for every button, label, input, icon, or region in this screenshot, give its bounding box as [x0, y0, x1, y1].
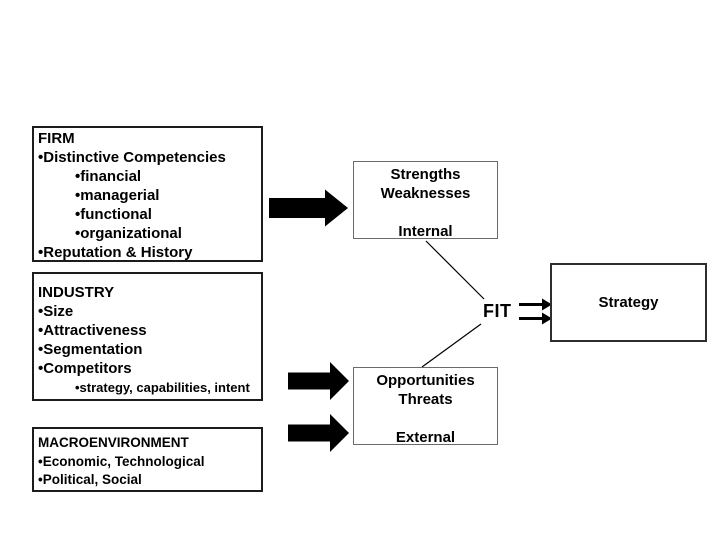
industry-box-item: •Segmentation	[38, 341, 143, 358]
strategy-box-label: Strategy	[598, 294, 659, 311]
macro-box-title: MACROENVIRONMENT	[38, 435, 189, 450]
internal-analysis-box: Strengths Weaknesses Internal	[353, 161, 498, 240]
block-arrow-macro-to-external-icon	[288, 414, 349, 452]
external-box-line: External	[395, 429, 456, 446]
firm-box-subitem: •organizational	[75, 225, 182, 242]
external-box-spacer	[354, 409, 497, 428]
firm-box-item: •Reputation & History	[38, 244, 193, 261]
fit-to-strategy-arrow-bottom-icon	[519, 312, 552, 325]
external-box-line: Threats	[398, 391, 453, 408]
line-fit-to-external	[421, 323, 482, 368]
firm-box-item: •Distinctive Competencies	[38, 149, 226, 166]
firm-box-subitem: •functional	[75, 206, 152, 223]
internal-box-line: Weaknesses	[380, 185, 471, 202]
internal-box-line: Strengths	[390, 166, 461, 183]
internal-box-spacer	[354, 203, 497, 222]
industry-box-title: INDUSTRY	[38, 284, 115, 301]
macro-box-item: •Political, Social	[38, 472, 142, 487]
industry-box-item: •Size	[38, 303, 74, 320]
firm-box-subitem: •financial	[75, 168, 142, 185]
external-analysis-box: Opportunities Threats External	[353, 367, 498, 446]
industry-box-item: •Competitors	[38, 360, 132, 377]
macroenvironment-box: MACROENVIRONMENT •Economic, Technologica…	[32, 427, 263, 492]
strategy-box: Strategy	[550, 263, 707, 342]
firm-box-subitem: •managerial	[75, 187, 160, 204]
industry-box: INDUSTRY •Size •Attractiveness •Segmenta…	[32, 272, 263, 401]
fit-to-strategy-arrow-top-icon	[519, 298, 552, 311]
line-internal-to-fit	[425, 240, 485, 300]
external-box-line: Opportunities	[376, 372, 475, 389]
fit-label: FIT	[483, 301, 512, 321]
internal-box-line: Internal	[398, 223, 453, 240]
block-arrow-industry-to-external-icon	[288, 362, 349, 400]
macro-box-item: •Economic, Technological	[38, 453, 205, 469]
industry-box-subitem: •strategy, capabilities, intent	[75, 380, 250, 395]
firm-box: FIRM •Distinctive Competencies •financia…	[32, 126, 263, 262]
firm-box-title: FIRM	[38, 130, 75, 147]
block-arrow-firm-to-internal-icon	[269, 189, 348, 227]
industry-box-item: •Attractiveness	[38, 322, 147, 339]
